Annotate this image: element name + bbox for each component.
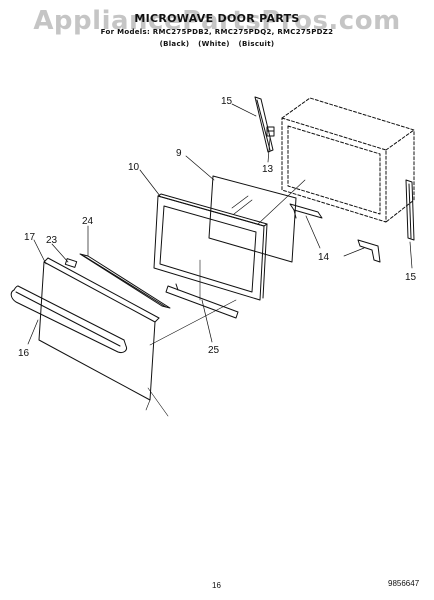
leader-lines bbox=[27, 103, 413, 345]
part-16-handle bbox=[10, 285, 127, 353]
assembly-lines bbox=[145, 179, 306, 417]
callout-17: 17 bbox=[24, 232, 36, 243]
callout-16: 16 bbox=[18, 348, 30, 359]
color-list: (Black) (White) (Biscuit) bbox=[159, 40, 275, 48]
callout-15-right: 15 bbox=[405, 272, 417, 283]
part-9-glass-panel bbox=[208, 175, 297, 263]
part-15-trim-right bbox=[405, 179, 415, 241]
watermark: AppliancePartsPros.com bbox=[33, 6, 401, 36]
callout-10: 10 bbox=[128, 162, 140, 173]
callout-14: 14 bbox=[318, 252, 330, 263]
part-14-hinge-lower bbox=[357, 239, 381, 263]
part-15-trim-left bbox=[254, 96, 274, 153]
part-17-door-panel bbox=[38, 257, 160, 401]
callout-9: 9 bbox=[176, 148, 182, 159]
part-10-door-frame bbox=[153, 193, 268, 301]
document-code: 9856647 bbox=[388, 579, 420, 588]
callout-25: 25 bbox=[208, 345, 220, 356]
diagram-title: MICROWAVE DOOR PARTS bbox=[134, 12, 300, 25]
page-number: 16 bbox=[212, 581, 221, 590]
part-13-clip bbox=[266, 126, 275, 137]
part-23-bracket bbox=[64, 258, 78, 268]
callout-15-top: 15 bbox=[221, 96, 233, 107]
part-25-lower-trim bbox=[165, 283, 239, 319]
callout-24: 24 bbox=[82, 216, 94, 227]
callout-13: 13 bbox=[262, 164, 274, 175]
callout-23: 23 bbox=[46, 235, 58, 246]
part-24-side-strip bbox=[79, 253, 171, 309]
microwave-cavity-outline bbox=[281, 97, 415, 223]
model-list: For Models: RMC275PDB2, RMC275PDQ2, RMC2… bbox=[100, 28, 334, 36]
